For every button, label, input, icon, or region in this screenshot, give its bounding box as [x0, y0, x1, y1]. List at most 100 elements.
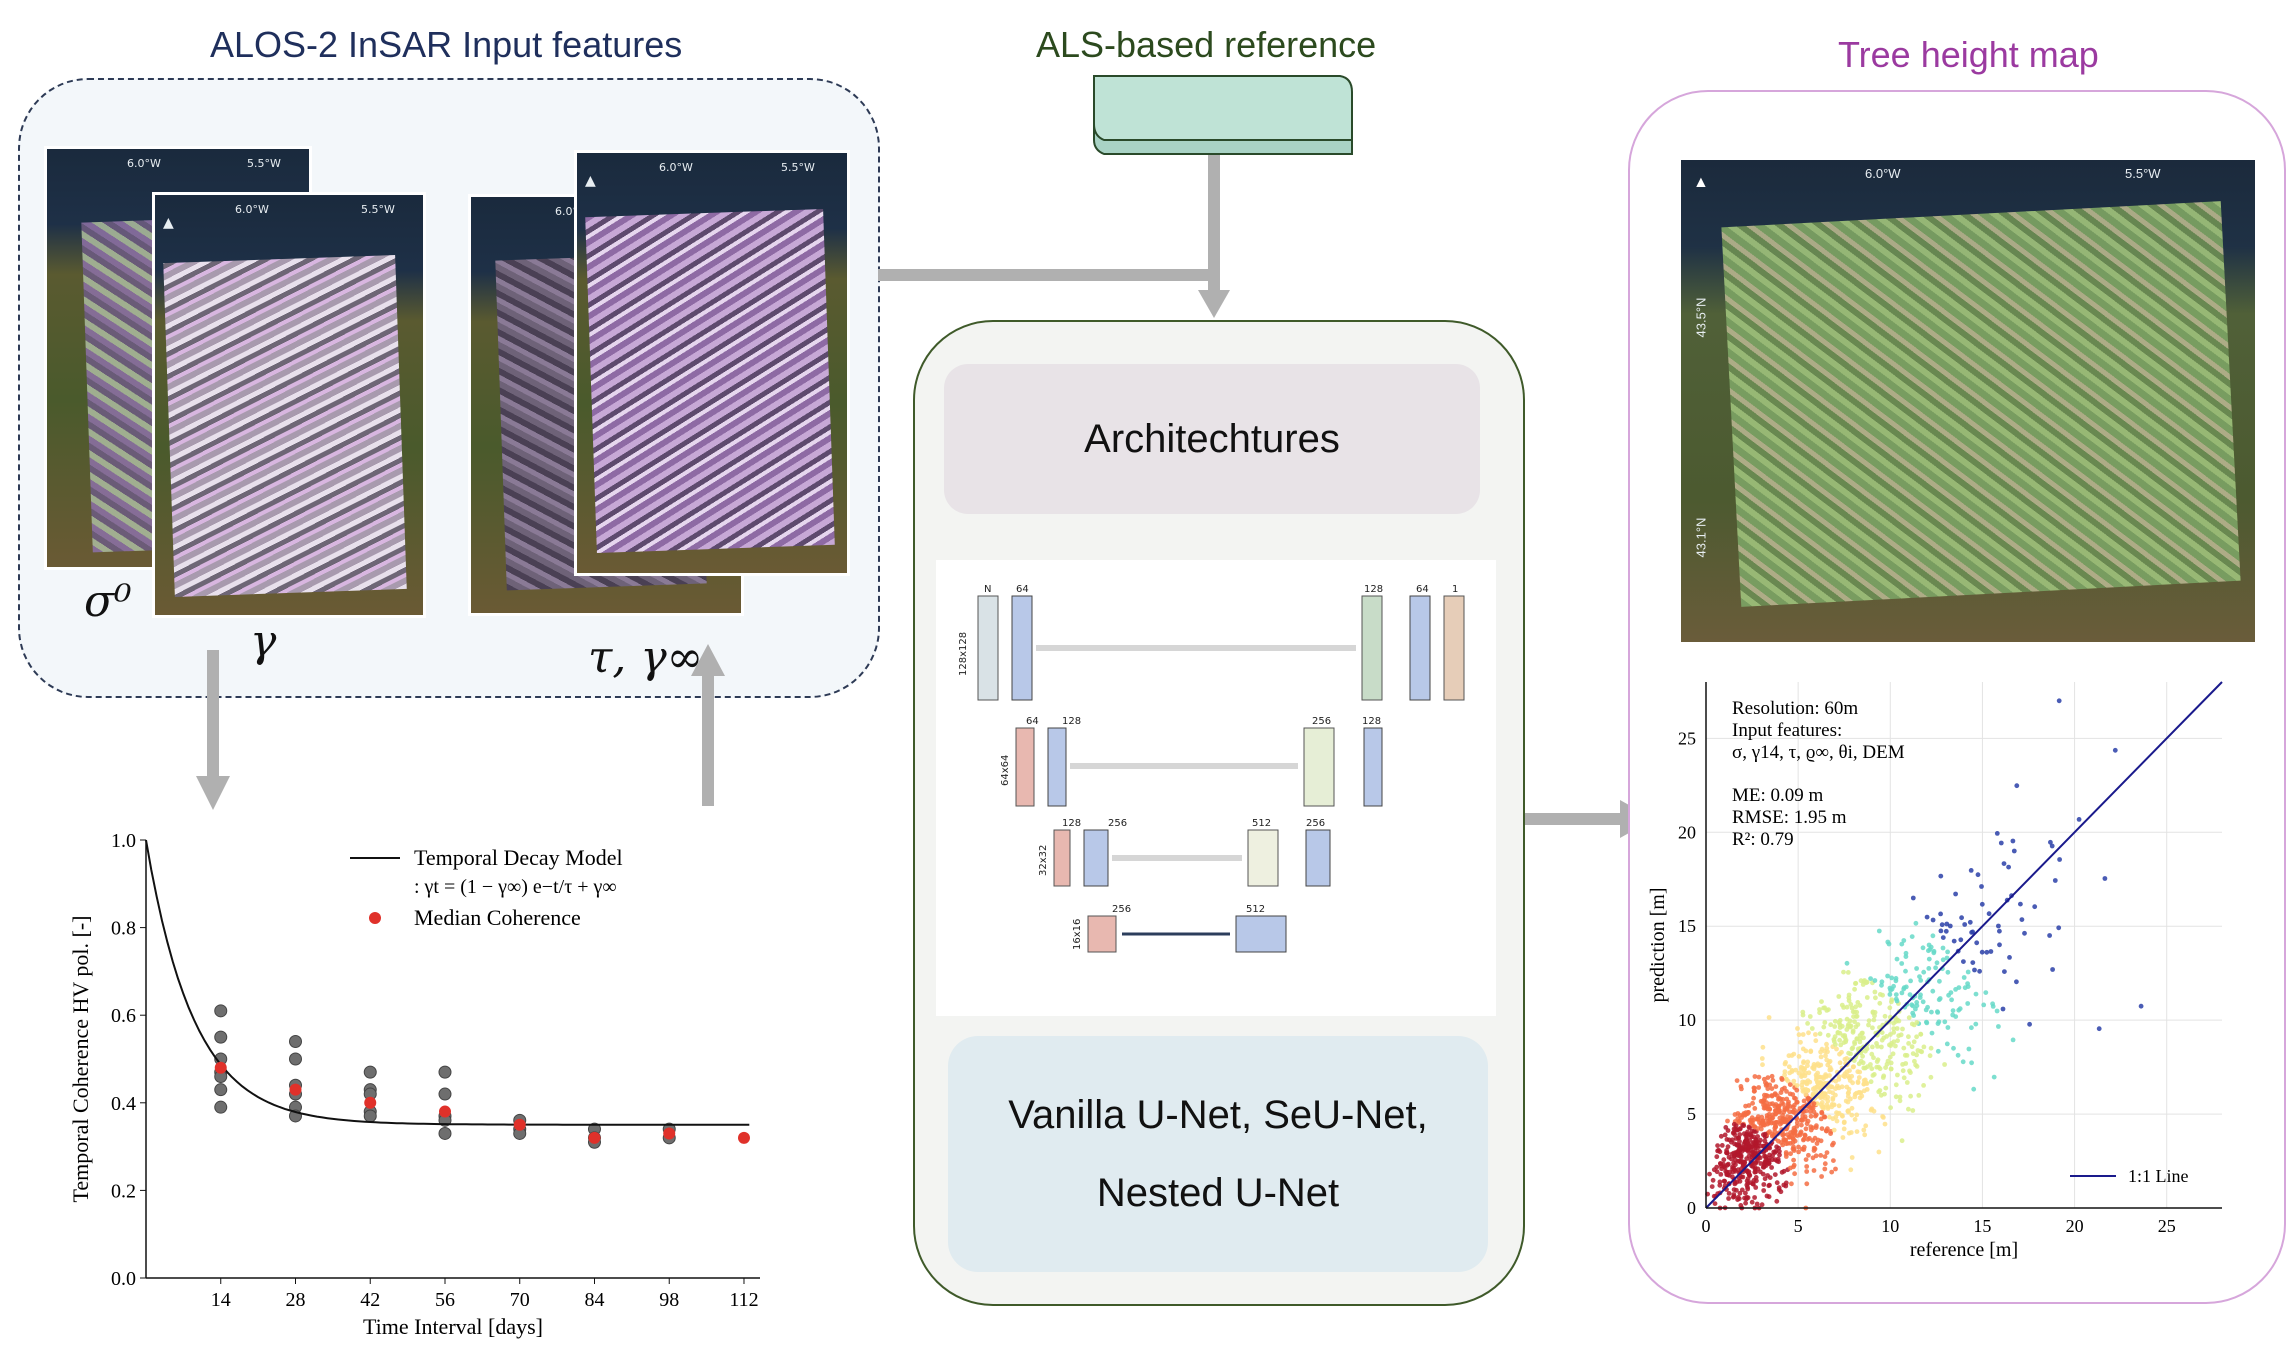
scatter-point	[1918, 1031, 1924, 1037]
scatter-point	[1748, 1132, 1753, 1138]
scatter-point	[1756, 1085, 1762, 1090]
scatter-point	[1721, 1164, 1727, 1170]
scatter-point	[1996, 923, 2001, 929]
scatter-point	[1852, 986, 1857, 992]
scatter-point	[1917, 995, 1923, 1000]
scatter-point	[1854, 1013, 1860, 1019]
x-tick-label: 56	[435, 1289, 455, 1311]
scatter-point	[1752, 1124, 1758, 1129]
scatter-point	[1710, 1177, 1716, 1183]
median-coherence-point	[663, 1127, 676, 1140]
scatter-point	[1779, 1077, 1785, 1082]
scatter-point	[1796, 1032, 1802, 1038]
scatter-point	[1970, 960, 1976, 965]
coherence-sample-point	[214, 1004, 228, 1018]
scatter-point	[1887, 1054, 1893, 1060]
scatter-point	[1914, 1034, 1919, 1040]
scatter-point	[1886, 941, 1892, 947]
map-lon-label: 5.5°W	[781, 161, 815, 174]
scatter-point	[1909, 1021, 1915, 1027]
scatter-point	[1723, 1169, 1729, 1174]
scatter-point	[1762, 1176, 1768, 1182]
scatter-point	[1836, 1103, 1842, 1109]
scatter-point	[1766, 1015, 1772, 1020]
scatter-point	[1853, 1004, 1859, 1010]
scatter-point	[1906, 1106, 1911, 1112]
scatter-point	[1940, 935, 1946, 940]
scatter-point	[1878, 1092, 1884, 1098]
scatter-point	[1871, 1108, 1877, 1114]
unet-label: 512	[1252, 818, 1271, 829]
scatter-point	[1767, 1101, 1773, 1107]
scatter-point	[1921, 969, 1927, 975]
x-tick-label: 112	[729, 1289, 758, 1311]
scatter-point	[1853, 1024, 1859, 1030]
scatter-point	[1744, 1131, 1750, 1137]
scatter-point	[1836, 1077, 1842, 1082]
scatter-point	[1942, 1019, 1948, 1025]
scatter-point	[1813, 1125, 1819, 1130]
scatter-point	[1921, 1044, 1927, 1050]
scatter-point	[1934, 960, 1940, 966]
scatter-point	[1761, 1182, 1767, 1187]
scatter-point	[1717, 1179, 1723, 1185]
unet-label: 128	[1062, 716, 1081, 727]
scatter-point	[1895, 1038, 1900, 1044]
scatter-point	[1813, 1113, 1818, 1119]
scatter-point	[1781, 1182, 1787, 1188]
scatter-point	[1784, 1076, 1789, 1082]
scatter-point	[1960, 1059, 1966, 1065]
scatter-point	[1722, 1178, 1728, 1184]
scatter-point	[1848, 1167, 1854, 1173]
scatter-point	[1945, 969, 1951, 975]
scatter-point	[1819, 1126, 1825, 1131]
scatter-point	[1787, 1082, 1793, 1087]
scatter-point	[1885, 1058, 1891, 1064]
scatter-point	[1825, 1094, 1831, 1100]
scatter-point	[1753, 1160, 1759, 1165]
scatter-point	[1718, 1172, 1724, 1177]
scatter-point	[1967, 919, 1973, 925]
scatter-point	[1735, 1111, 1741, 1116]
unet-block-output	[1443, 595, 1465, 701]
scatter-point	[1909, 934, 1915, 939]
scatter-point	[1750, 1100, 1755, 1106]
scatter-point	[1811, 1062, 1817, 1067]
scatter-point	[1794, 1083, 1800, 1088]
scatter-point	[1900, 1062, 1905, 1067]
scatter-point	[1800, 1032, 1806, 1037]
scatter-point	[1798, 1039, 1803, 1045]
scatter-point	[1767, 1129, 1772, 1135]
legend-model-label: Temporal Decay Model	[414, 845, 623, 870]
scatter-point	[1761, 1188, 1767, 1193]
scatter-point	[1962, 985, 1968, 991]
scatter-point	[1754, 1178, 1759, 1184]
scatter-point	[1844, 1027, 1850, 1032]
median-coherence-point	[289, 1083, 302, 1096]
scatter-point	[1879, 982, 1884, 988]
scatter-point	[1730, 1137, 1735, 1143]
scatter-point	[1990, 1004, 1996, 1009]
scatter-point	[1877, 1088, 1883, 1093]
scatter-point	[1838, 1042, 1844, 1048]
scatter-point	[1855, 1079, 1861, 1085]
unet-label: 256	[1108, 818, 1127, 829]
scatter-point	[1811, 1145, 1817, 1151]
scatter-point	[1752, 1169, 1758, 1175]
scatter-point	[1959, 915, 1964, 921]
unet-label: 1	[1452, 584, 1458, 595]
scatter-point	[1769, 1073, 1775, 1079]
scatter-point	[1950, 1008, 1956, 1013]
unet-block-dec3b	[1305, 829, 1331, 887]
unet-diagram: N 64 128 64 1 64 128 256 128 128 256 512…	[936, 560, 1496, 1016]
arrow-ref-shaft	[1208, 148, 1220, 292]
scatter-point	[1773, 1123, 1778, 1129]
y-tick-label: 15	[1678, 916, 1696, 936]
x-tick-label: 14	[211, 1289, 231, 1311]
scatter-point	[1866, 1018, 1872, 1024]
scatter-point	[1832, 1024, 1838, 1029]
architectures-heading: Architechtures	[944, 364, 1480, 514]
scatter-point	[1814, 1141, 1820, 1146]
scatter-point	[1825, 1126, 1830, 1132]
scatter-point	[1939, 922, 1945, 928]
